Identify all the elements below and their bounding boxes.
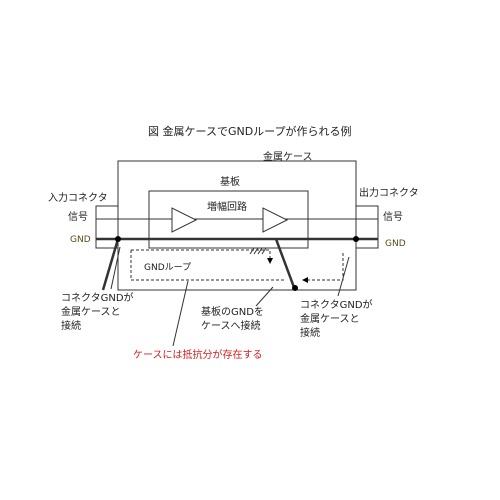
ground-hatch-icon (249, 247, 267, 255)
gnd-loop-label: GNDループ (144, 263, 192, 273)
right-note-line-1: コネクタGNDが (300, 300, 373, 311)
diagram-title: 図 金属ケースでGNDループが作られる例 (148, 125, 352, 138)
signal-right-label: 信号 (383, 212, 403, 223)
left-case-connection (101, 238, 120, 291)
amplifier-circuit-label: 増幅回路 (207, 202, 247, 213)
leader-lines (110, 246, 350, 347)
input-connector-label: 入力コネクタ (48, 193, 108, 204)
substrate-case-junction-dot (292, 285, 298, 291)
left-junction-dot (115, 236, 121, 242)
metal-case-rect (117, 160, 357, 291)
output-connector-outline (356, 205, 379, 249)
right-note-line-3: 接続 (300, 328, 320, 339)
gnd-loop-arrow-left (302, 277, 308, 283)
left-note-line-2: 金属ケースと (61, 307, 121, 318)
signal-left-label: 信号 (68, 212, 88, 223)
gnd-left-label: GND (70, 235, 91, 245)
substrate-label: 基板 (220, 177, 240, 188)
output-connector-label: 出力コネクタ (359, 188, 419, 199)
gnd-right-label: GND (385, 239, 406, 249)
left-note-line-1: コネクタGNDが (61, 293, 134, 304)
metal-case-label: 金属ケース (263, 152, 313, 163)
resistance-note: ケースには抵抗分が存在する (133, 350, 263, 361)
substrate-gnd-case-connection (274, 238, 297, 291)
amplifier-triangle-1 (171, 207, 198, 233)
amplifier-triangle-2 (262, 207, 289, 233)
input-connector-outline (95, 205, 118, 249)
left-note-line-3: 接続 (61, 321, 81, 332)
center-note-line-2: ケースへ接続 (201, 321, 261, 332)
right-note-line-2: 金属ケースと (300, 314, 360, 325)
center-note-line-1: 基板のGNDを (201, 307, 264, 318)
gnd-loop-arrow-down (267, 258, 273, 264)
right-junction-dot (353, 236, 359, 242)
